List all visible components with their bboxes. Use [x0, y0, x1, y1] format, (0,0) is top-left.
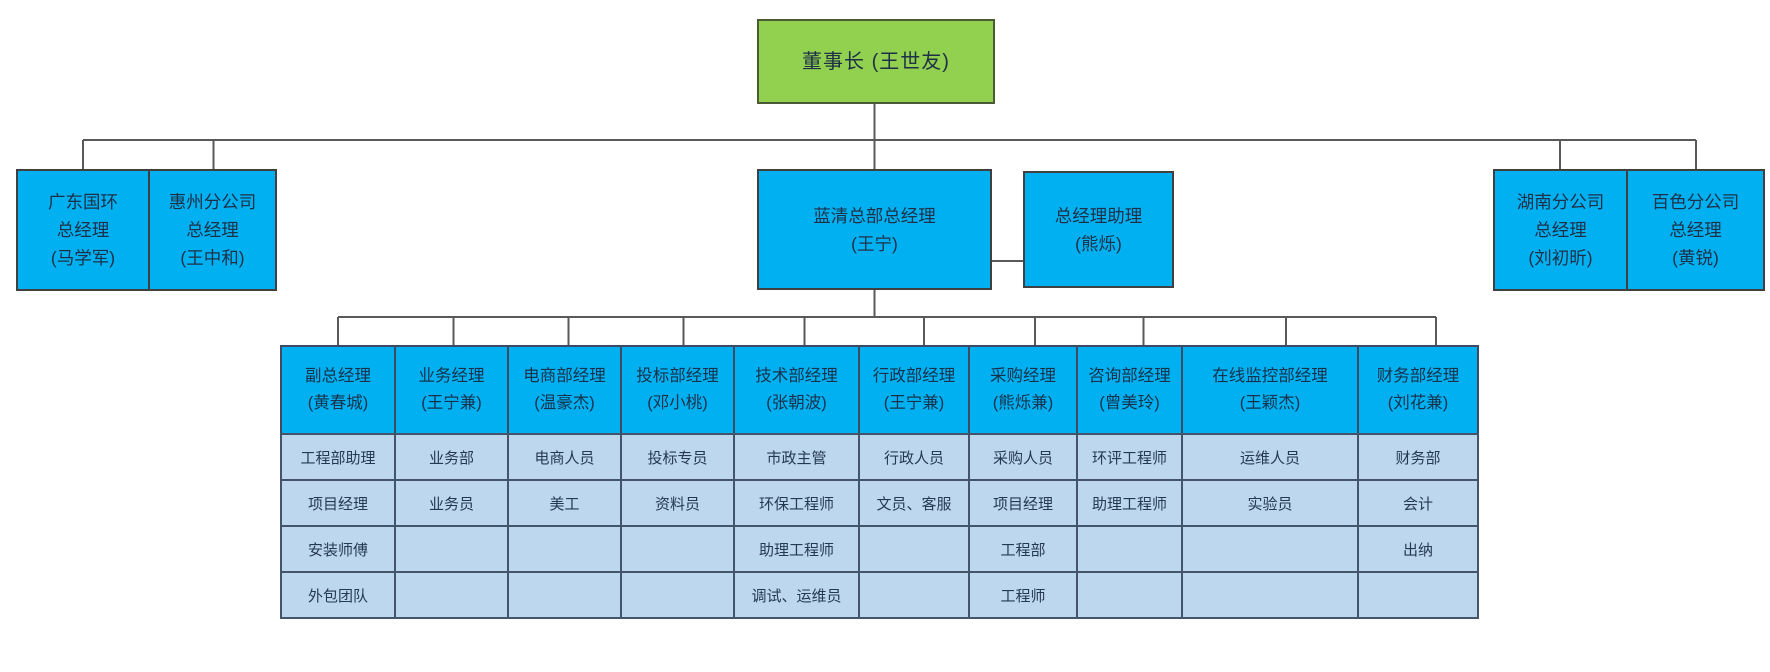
- dept-staff-cell: 项目经理: [968, 479, 1078, 527]
- chairman-box: 董事长 (王世友): [757, 19, 995, 104]
- dept-manager-name: (黄春城): [307, 394, 369, 412]
- dept-title: 电商部经理: [523, 366, 606, 385]
- dept-staff-cell: 运维人员: [1181, 433, 1359, 481]
- dept-header: 技术部经理 (张朝波): [733, 345, 860, 435]
- department-column: 技术部经理 (张朝波) 市政主管环保工程师助理工程师调试、运维员: [733, 345, 860, 619]
- department-column: 咨询部经理 (曾美玲) 环评工程师助理工程师: [1076, 345, 1183, 619]
- dept-title: 行政部经理: [872, 366, 956, 385]
- dept-staff-cell: 安装师傅: [280, 525, 396, 573]
- dept-manager-name: (刘花兼): [1387, 394, 1449, 412]
- dept-staff-cell: 投标专员: [620, 433, 735, 481]
- dept-manager-name: (邓小桃): [647, 394, 708, 412]
- dept-staff-cell: 美工: [507, 479, 622, 527]
- dept-manager-name: (王颖杰): [1239, 394, 1301, 412]
- hunan-branch-gm-box: 湖南分公司 总经理 (刘初昕): [1493, 169, 1628, 291]
- department-column: 副总经理 (黄春城) 工程部助理项目经理安装师傅外包团队: [280, 345, 396, 619]
- dept-header: 行政部经理 (王宁兼): [858, 345, 970, 435]
- dept-staff-cell: 助理工程师: [1076, 479, 1183, 527]
- dept-staff-cell: 文员、客服: [858, 479, 970, 527]
- dept-staff-cell: 外包团队: [280, 571, 396, 619]
- dept-header: 咨询部经理 (曾美玲): [1076, 345, 1183, 435]
- dept-staff-cell: [620, 571, 735, 619]
- dept-staff-cell: [1357, 571, 1479, 619]
- dept-manager-name: (张朝波): [766, 394, 827, 412]
- dept-staff-cell: [507, 525, 622, 573]
- dept-staff-cell: [1076, 525, 1183, 573]
- lanqing-hq-gm-box: 蓝清总部总经理 (王宁): [757, 169, 992, 290]
- dept-header: 财务部经理 (刘花兼): [1357, 345, 1479, 435]
- dept-staff-cell: 业务部: [394, 433, 509, 481]
- dept-header: 采购经理 (熊烁兼): [968, 345, 1078, 435]
- dept-staff-cell: 助理工程师: [733, 525, 860, 573]
- dept-header: 投标部经理 (邓小桃): [620, 345, 735, 435]
- dept-staff-cell: [394, 525, 509, 573]
- dept-staff-cell: 实验员: [1181, 479, 1359, 527]
- dept-staff-cell: 工程师: [968, 571, 1078, 619]
- dept-staff-cell: 业务员: [394, 479, 509, 527]
- dept-staff-cell: [507, 571, 622, 619]
- dept-title: 业务经理: [418, 366, 485, 385]
- dept-staff-cell: 调试、运维员: [733, 571, 860, 619]
- dept-header: 业务经理 (王宁兼): [394, 345, 509, 435]
- dept-staff-cell: 工程部助理: [280, 433, 396, 481]
- dept-header: 电商部经理 (温豪杰): [507, 345, 622, 435]
- dept-staff-cell: 采购人员: [968, 433, 1078, 481]
- dept-staff-cell: 环保工程师: [733, 479, 860, 527]
- dept-title: 财务部经理: [1376, 366, 1460, 385]
- dept-staff-cell: 环评工程师: [1076, 433, 1183, 481]
- department-column: 采购经理 (熊烁兼) 采购人员项目经理工程部工程师: [968, 345, 1078, 619]
- dept-staff-cell: 资料员: [620, 479, 735, 527]
- dept-header: 副总经理 (黄春城): [280, 345, 396, 435]
- dept-staff-cell: 工程部: [968, 525, 1078, 573]
- department-column: 电商部经理 (温豪杰) 电商人员美工: [507, 345, 622, 619]
- dept-title: 咨询部经理: [1088, 366, 1171, 385]
- dept-manager-name: (王宁兼): [883, 394, 945, 412]
- dept-staff-cell: 电商人员: [507, 433, 622, 481]
- dept-manager-name: (温豪杰): [534, 394, 595, 412]
- dept-manager-name: (熊烁兼): [992, 394, 1054, 412]
- dept-staff-cell: 项目经理: [280, 479, 396, 527]
- dept-staff-cell: 出纳: [1357, 525, 1479, 573]
- dept-staff-cell: [1181, 525, 1359, 573]
- dept-manager-name: (曾美玲): [1099, 394, 1160, 412]
- department-column: 财务部经理 (刘花兼) 财务部会计出纳: [1357, 345, 1479, 619]
- dept-staff-cell: [858, 571, 970, 619]
- org-table: 副总经理(黄春城)工程部助理项目经理安装师傅外包团队业务经理(王宁兼)业务部业务…: [280, 345, 1479, 619]
- dept-staff-cell: 行政人员: [858, 433, 970, 481]
- department-column: 业务经理 (王宁兼) 业务部业务员: [394, 345, 509, 619]
- dept-staff-cell: 市政主管: [733, 433, 860, 481]
- dept-manager-name: (王宁兼): [421, 394, 482, 412]
- dept-title: 投标部经理: [636, 366, 719, 385]
- huizhou-branch-gm-box: 惠州分公司 总经理 (王中和): [148, 169, 277, 291]
- guangdong-guohuan-gm-box: 广东国环 总经理 (马学军): [16, 169, 150, 291]
- dept-staff-cell: [858, 525, 970, 573]
- dept-title: 技术部经理: [755, 366, 838, 385]
- department-column: 投标部经理 (邓小桃) 投标专员资料员: [620, 345, 735, 619]
- gm-assistant-box: 总经理助理 (熊烁): [1023, 171, 1174, 288]
- dept-staff-cell: [620, 525, 735, 573]
- department-column: 行政部经理 (王宁兼) 行政人员文员、客服: [858, 345, 970, 619]
- dept-title: 采购经理: [990, 366, 1056, 385]
- dept-staff-cell: 会计: [1357, 479, 1479, 527]
- dept-title: 在线监控部经理: [1212, 366, 1328, 385]
- dept-staff-cell: [1181, 571, 1359, 619]
- dept-staff-cell: [1076, 571, 1183, 619]
- dept-staff-cell: 财务部: [1357, 433, 1479, 481]
- baise-branch-gm-box: 百色分公司 总经理 (黄锐): [1626, 169, 1765, 291]
- dept-header: 在线监控部经理 (王颖杰): [1181, 345, 1359, 435]
- dept-title: 副总经理: [305, 366, 371, 385]
- department-column: 在线监控部经理 (王颖杰) 运维人员实验员: [1181, 345, 1359, 619]
- dept-staff-cell: [394, 571, 509, 619]
